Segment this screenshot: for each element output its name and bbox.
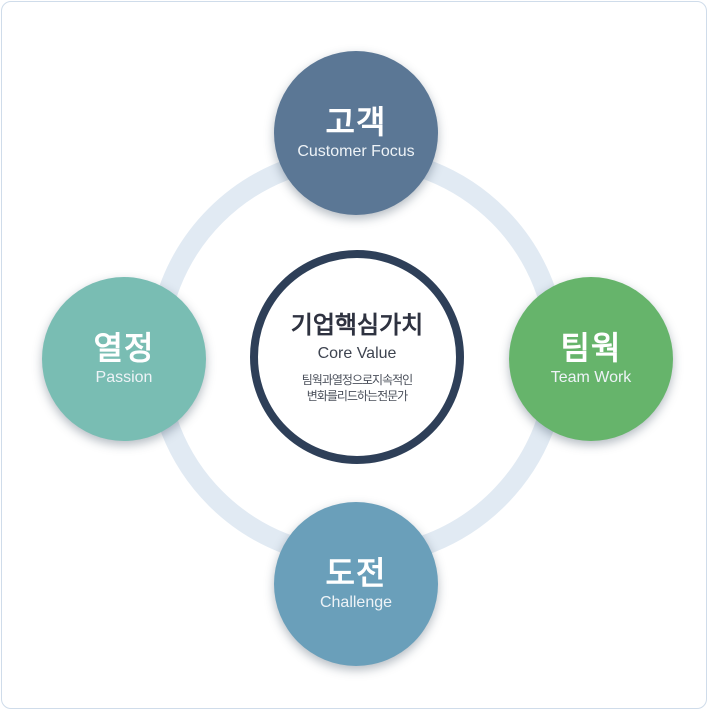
center-description-line: 팀웍과열정으로지속적인 — [301, 373, 413, 387]
node-challenge: 도전 Challenge — [274, 502, 438, 666]
node-title-en: Customer Focus — [297, 143, 415, 160]
node-passion: 열정 Passion — [42, 277, 206, 441]
center-title: 기업핵심가치 — [290, 311, 424, 339]
node-title-ko: 팀웍 — [560, 329, 622, 367]
node-title-en: Team Work — [550, 369, 632, 386]
center-description-line: 변화를리드하는전문가 — [306, 389, 408, 403]
center-subtitle: Core Value — [317, 345, 397, 362]
node-title-en: Challenge — [319, 594, 393, 611]
core-value-center: 기업핵심가치 Core Value 팀웍과열정으로지속적인 변화를리드하는전문가 — [250, 250, 464, 464]
node-title-ko: 도전 — [325, 554, 387, 592]
node-title-ko: 열정 — [93, 329, 155, 367]
node-customer-focus: 고객 Customer Focus — [274, 51, 438, 215]
node-title-ko: 고객 — [325, 103, 387, 141]
center-description: 팀웍과열정으로지속적인 변화를리드하는전문가 — [282, 372, 432, 404]
node-title-en: Passion — [95, 369, 153, 386]
node-team-work: 팀웍 Team Work — [509, 277, 673, 441]
